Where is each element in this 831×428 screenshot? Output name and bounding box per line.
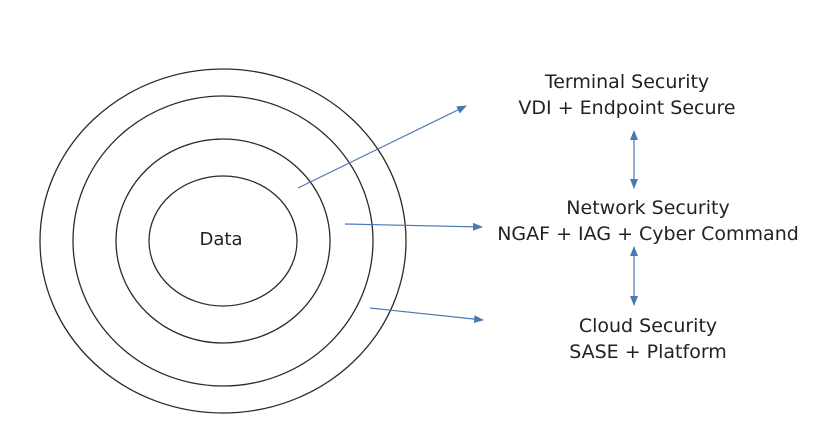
network-security-label: Network Security NGAF + IAG + Cyber Comm… <box>497 195 799 247</box>
arrow-terminal <box>297 105 467 189</box>
arrow-network <box>344 222 483 231</box>
cloud-security-subtitle: SASE + Platform <box>569 341 727 363</box>
terminal-security-label: Terminal Security VDI + Endpoint Secure <box>518 69 735 121</box>
outer-ring <box>39 68 407 414</box>
third-ring <box>72 95 374 387</box>
network-security-title: Network Security <box>566 197 730 219</box>
cloud-security-title: Cloud Security <box>578 315 718 337</box>
cloud-security-label: Cloud Security SASE + Platform <box>569 313 727 365</box>
terminal-security-title: Terminal Security <box>544 71 710 93</box>
second-ring <box>115 138 331 344</box>
data-center-label: Data <box>199 229 243 250</box>
arrow-cloud <box>369 307 484 324</box>
network-security-subtitle: NGAF + IAG + Cyber Command <box>497 223 799 245</box>
terminal-security-subtitle: VDI + Endpoint Secure <box>518 97 736 119</box>
inner-ring <box>148 175 298 307</box>
